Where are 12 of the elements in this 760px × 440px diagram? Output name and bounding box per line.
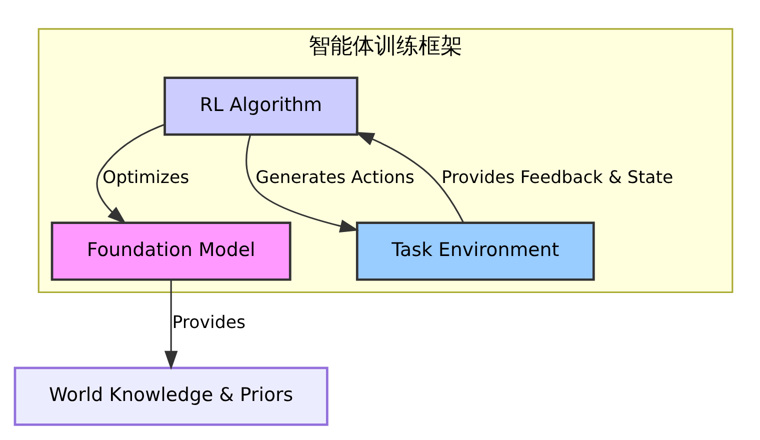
edge-label: Optimizes	[102, 168, 190, 188]
arrow	[164, 280, 178, 370]
node-box: Foundation Model	[50, 221, 292, 280]
edge-label: Generates Actions	[256, 168, 414, 188]
edge-label: Provides	[172, 312, 246, 333]
edge-label: Provides Feedback & State	[442, 168, 674, 188]
arrow	[96, 123, 165, 224]
node-box: World Knowledge & Priors	[14, 366, 328, 426]
arrow	[355, 131, 464, 222]
node-box: Task Environment	[356, 221, 595, 280]
node-box: RL Algorithm	[164, 76, 358, 136]
arrow	[246, 134, 359, 232]
